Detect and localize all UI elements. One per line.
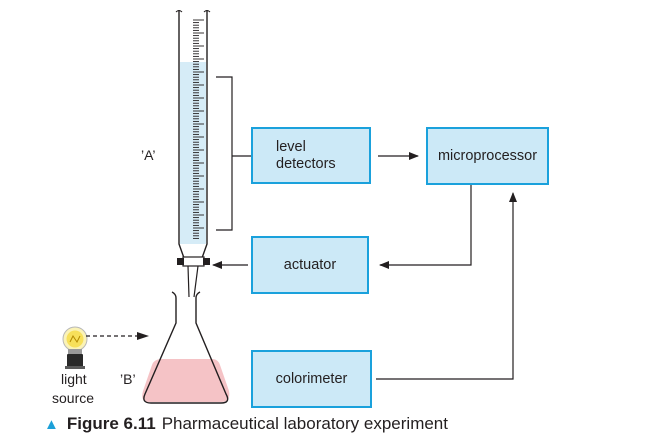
level-detectors-box: level detectors [251, 127, 371, 184]
burette-nozzle [187, 265, 199, 298]
microprocessor-box: microprocessor [426, 127, 549, 185]
actuator-label: actuator [283, 256, 337, 273]
arrow-microprocessor-to-actuator [379, 185, 472, 269]
flask-outline [143, 291, 229, 404]
colorimeter-box: colorimeter [251, 350, 372, 408]
arrow-colorimeter-to-microprocessor [376, 192, 517, 380]
figure-caption: ▲ Figure 6.11 Pharmaceutical laboratory ex… [44, 414, 448, 435]
light-source-label-line1: light [61, 371, 87, 387]
level-detectors-label-line2: detectors [276, 155, 336, 172]
burette [175, 10, 211, 298]
burette-tube [178, 10, 208, 259]
flask-label: ’B’ [120, 371, 136, 387]
light-source-label-line2: source [52, 390, 95, 406]
level-detectors-label-line1: level [276, 138, 306, 155]
microprocessor-label: microprocessor [437, 147, 538, 164]
connectors [86, 152, 517, 380]
figure-number: Figure 6.11 [66, 414, 156, 433]
burette-label: ’A’ [141, 147, 156, 163]
stopcock-tap [177, 256, 210, 267]
actuator-box: actuator [251, 236, 369, 294]
figure-title: Pharmaceutical laboratory experiment [161, 414, 448, 433]
conical-flask [142, 291, 230, 404]
colorimeter-label: colorimeter [275, 370, 348, 387]
light-bulb-icon [62, 326, 88, 369]
caption-triangle-icon: ▲ [44, 416, 59, 433]
burette-scale [193, 19, 204, 239]
flask-liquid [142, 359, 230, 402]
level-bracket [216, 76, 253, 231]
